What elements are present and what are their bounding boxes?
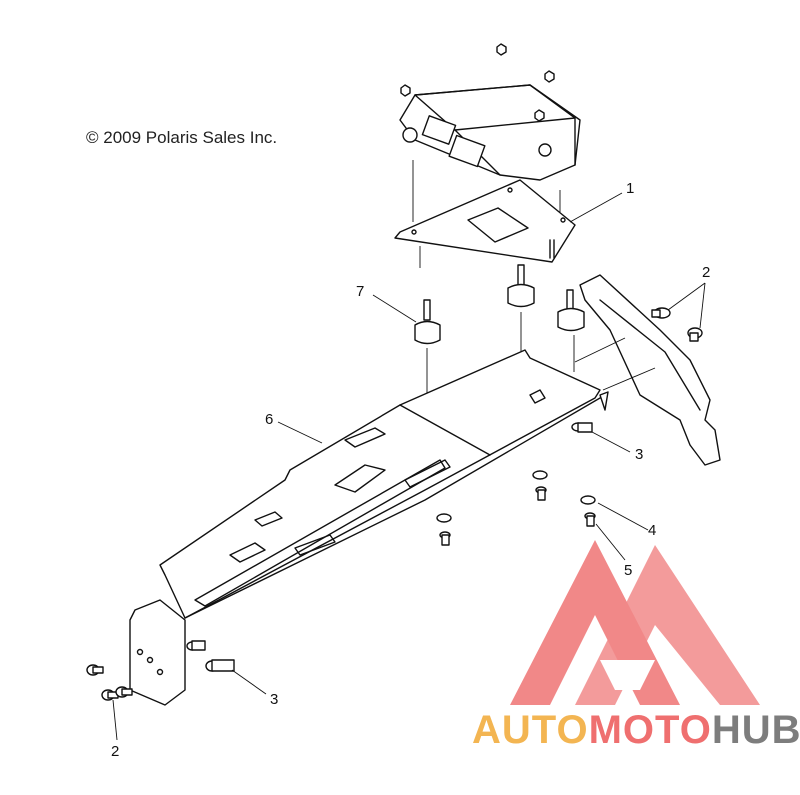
main-bracket [129, 349, 609, 706]
wordmark-auto: AUTO [472, 708, 589, 752]
copyright-text: © 2009 Polaris Sales Inc. [86, 128, 278, 147]
washer-a [532, 470, 548, 480]
bolt-2-right-b [687, 327, 703, 342]
fasteners [86, 307, 703, 701]
spacer-3-left-b [205, 659, 235, 672]
washer-b [436, 513, 452, 523]
callout-1: 1 [626, 180, 634, 197]
side-bracket [574, 274, 721, 466]
callout-7: 7 [356, 283, 364, 300]
watermark-wordmark: AUTOMOTOHUB [472, 708, 800, 753]
wordmark-moto: MOTO [588, 708, 712, 752]
washer-4 [580, 495, 596, 505]
spacer-3-right [571, 422, 593, 433]
callout-2-right: 2 [702, 264, 710, 281]
bolt-2-left-a [86, 664, 104, 676]
callout-3-right: 3 [635, 446, 643, 463]
rubber-isolators [414, 264, 585, 400]
callout-4: 4 [648, 522, 656, 539]
rivet-5 [584, 512, 596, 527]
bolt-2-right-a [651, 307, 671, 319]
leader-lines [112, 192, 706, 741]
wordmark-hub: HUB [711, 708, 800, 752]
ecu-module [399, 43, 581, 181]
callout-2-left: 2 [111, 743, 119, 760]
callout-3-left: 3 [270, 691, 278, 708]
watermark-logo [510, 540, 760, 705]
bolt-2-left-b [101, 686, 133, 701]
callout-5: 5 [624, 562, 632, 579]
spacer-3-left-a [186, 640, 206, 651]
mount-plate [394, 160, 576, 268]
rivet-b [439, 531, 451, 546]
rivet-a [535, 486, 547, 501]
callout-labels: 1 2 7 6 3 4 5 3 2 [111, 180, 710, 760]
callout-6: 6 [265, 411, 273, 428]
